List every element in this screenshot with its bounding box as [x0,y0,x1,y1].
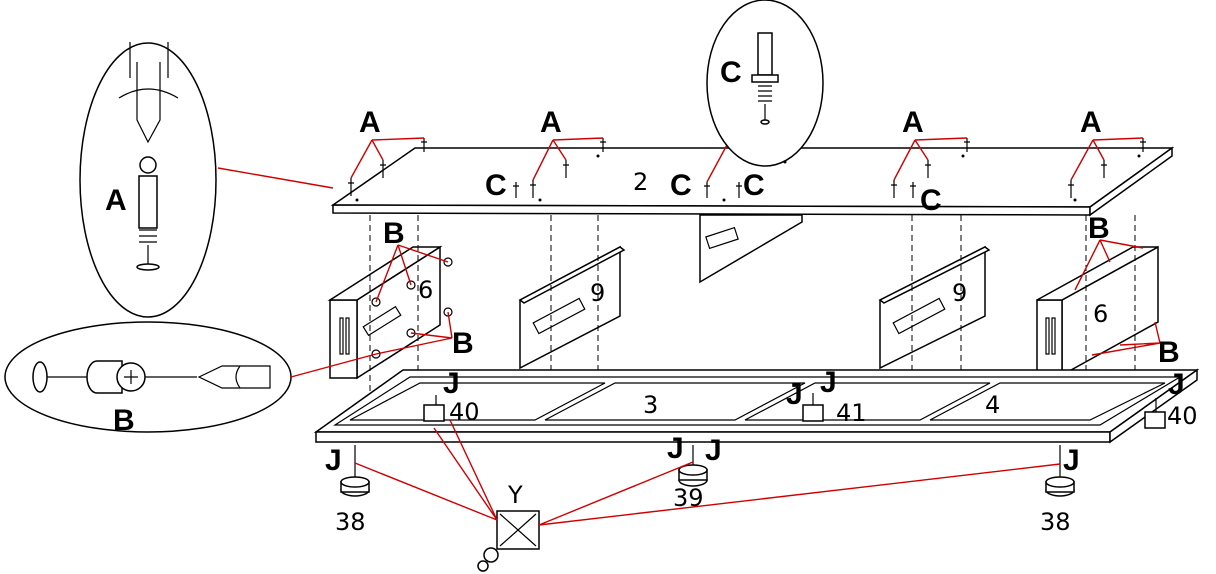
label-C-4: C [920,184,942,217]
label-J-4: J [1168,368,1185,401]
left-cam-locks [371,257,453,359]
label-J-5: J [325,444,342,477]
detail-callout-C [706,0,824,167]
label-J-6: J [667,432,684,465]
label-J-8: J [1063,444,1080,477]
bottom-frame [313,368,1200,444]
detail-callout-B [4,321,377,433]
leveling-foot-38-right [1045,445,1075,497]
leader-lines-B [375,239,1161,356]
label-J-2: J [786,378,803,411]
label-B-3: B [1088,212,1110,245]
part-4: 4 [985,391,1000,419]
allen-key-icon [477,510,540,572]
leveling-foot-39-center [678,445,708,487]
screwdriver-icon [129,42,169,78]
block-foot-40-left [423,395,445,422]
label-J-7: J [705,434,722,467]
part-number-labels: 2 6 9 9 6 3 4 40 41 40 38 39 38 [335,168,1198,536]
label-C-3: C [743,169,765,202]
detail-callout-A [79,42,334,318]
label-B-detail: B [113,404,135,437]
label-J-1: J [443,367,460,400]
part-9-left: 9 [590,279,605,307]
divider-panel-9-left [518,245,626,370]
block-foot-41 [802,393,824,422]
top-cam-bolts [348,138,1146,198]
label-C-detail: C [720,56,742,89]
part-39: 39 [673,484,704,512]
part-6-right: 6 [1093,300,1108,328]
label-A-detail: A [105,184,127,217]
part-40-right: 40 [1167,402,1198,430]
label-A-3: A [902,106,924,139]
part-9-right: 9 [952,279,967,307]
label-B-1: B [383,217,405,250]
label-C-1: C [485,169,507,202]
label-J-3: J [820,366,837,399]
label-Y: Y [507,481,523,509]
part-3: 3 [643,391,658,419]
part-38-right: 38 [1040,508,1071,536]
leveling-foot-38-left [340,445,370,497]
part-2: 2 [633,168,648,196]
part-38-left: 38 [335,508,366,536]
side-panel-6-left [327,245,443,380]
letter-labels: A A A A A C C C C C B B B B B J J J J J … [105,56,1185,509]
label-B-4: B [1158,336,1180,369]
part-6-left: 6 [418,276,433,304]
label-B-2: B [452,327,474,360]
label-A-2: A [540,106,562,139]
part-41: 41 [836,399,867,427]
back-panel [699,214,803,284]
part-40-left: 40 [449,398,480,426]
label-A-1: A [359,106,381,139]
divider-panel-9-right [878,245,991,370]
leader-lines-Y [354,419,1061,526]
block-foot-40-right [1144,398,1166,429]
side-panel-6-right [1036,245,1159,377]
label-C-2: C [670,169,692,202]
top-panel-2 [330,146,1175,217]
label-A-4: A [1080,106,1102,139]
